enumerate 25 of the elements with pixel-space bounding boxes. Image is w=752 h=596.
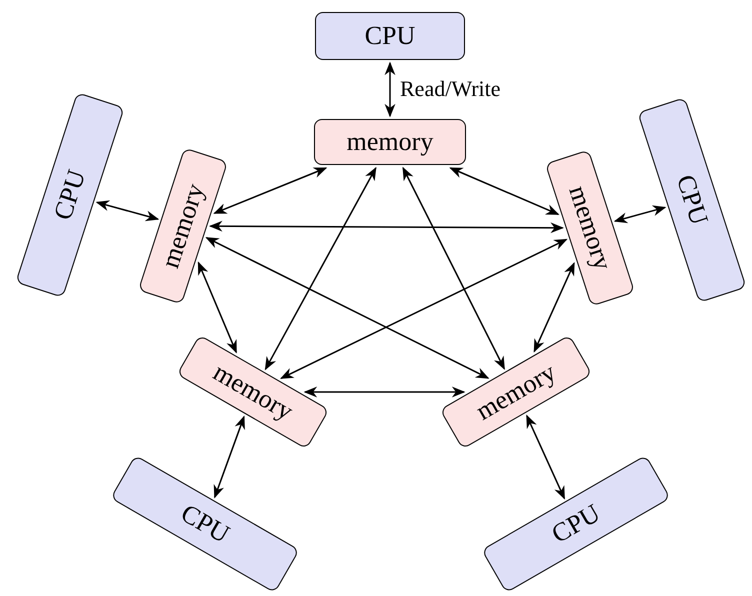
component-box bbox=[315, 12, 465, 60]
box-label: CPU bbox=[364, 21, 416, 51]
double-arrow bbox=[384, 62, 396, 118]
double-arrow bbox=[264, 166, 376, 370]
box-label: CPU bbox=[546, 498, 606, 550]
box-label: CPU bbox=[48, 166, 92, 224]
double-arrow bbox=[198, 261, 237, 354]
double-arrow bbox=[534, 262, 575, 353]
double-arrow bbox=[214, 416, 245, 499]
double-arrow bbox=[614, 205, 666, 224]
double-arrow bbox=[208, 220, 564, 234]
double-arrow bbox=[402, 166, 505, 370]
double-arrow bbox=[213, 167, 328, 214]
double-arrow bbox=[526, 414, 566, 500]
box-label: memory bbox=[562, 182, 618, 274]
component-box bbox=[314, 119, 466, 165]
box-label: memory bbox=[346, 127, 434, 157]
double-arrow bbox=[96, 200, 160, 222]
double-arrow bbox=[304, 386, 466, 398]
box-label: memory bbox=[155, 180, 211, 272]
double-arrow bbox=[449, 167, 560, 216]
box-label: CPU bbox=[176, 498, 234, 550]
double-arrow bbox=[280, 238, 568, 379]
double-arrow bbox=[205, 237, 490, 379]
box-label: CPU bbox=[670, 171, 714, 229]
